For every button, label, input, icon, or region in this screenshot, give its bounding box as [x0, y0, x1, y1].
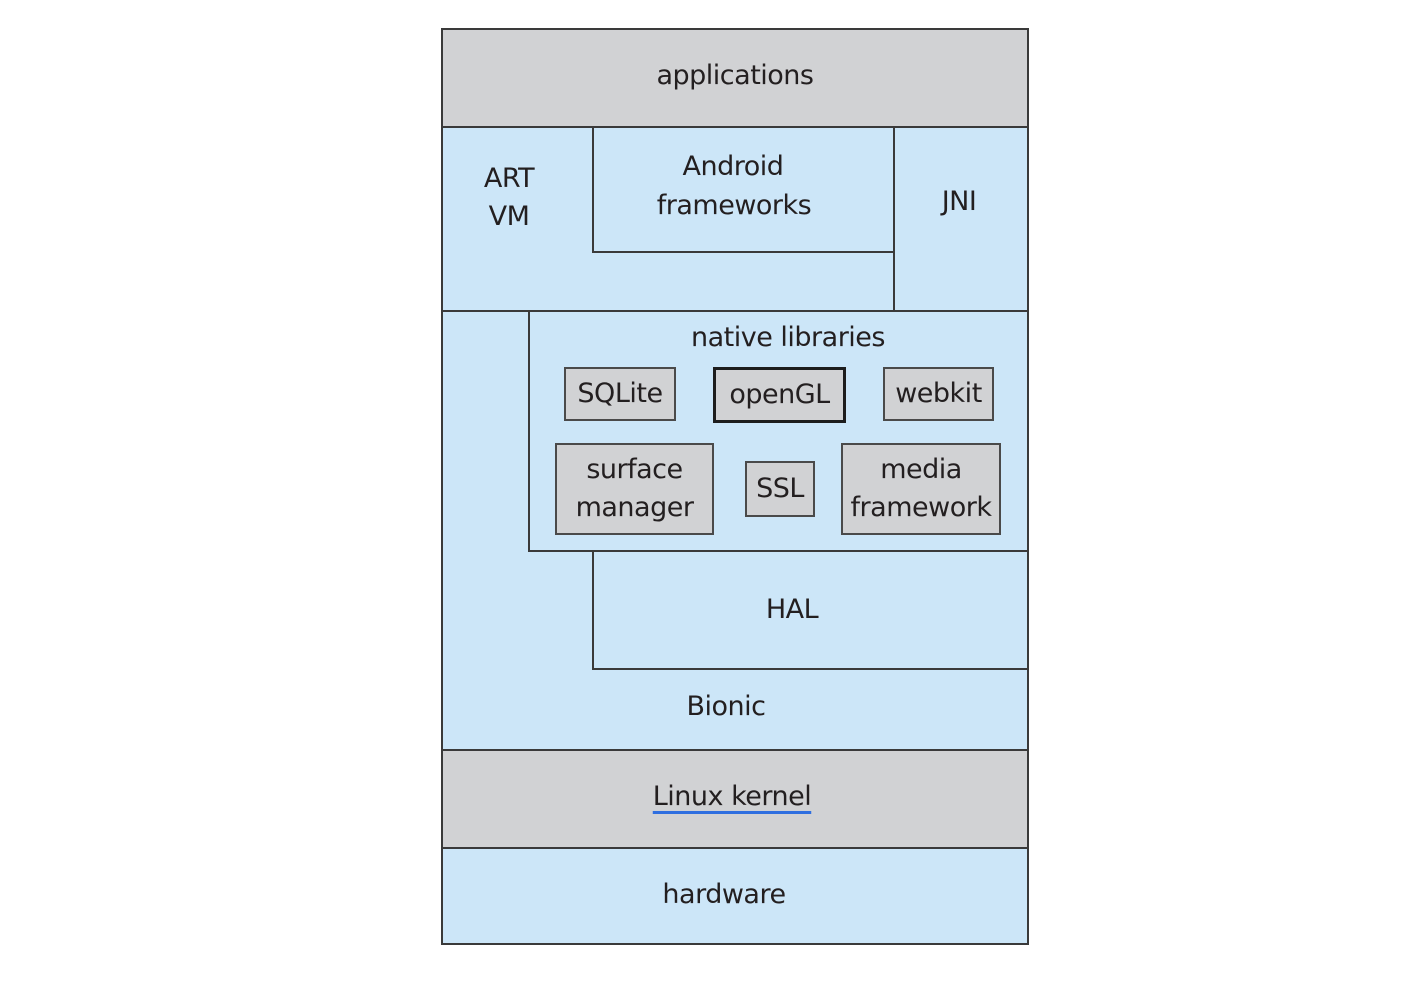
media-framework-label-line2: framework	[850, 492, 992, 523]
hardware-label: hardware	[662, 879, 786, 910]
hardware-layer	[441, 847, 1029, 945]
ssl-box: SSL	[745, 461, 815, 517]
art-vm-label-line1: ART	[483, 163, 535, 194]
surface-manager-label-line1: surface	[586, 454, 683, 485]
jni-label: JNI	[941, 186, 977, 217]
sqlite-box: SQLite	[564, 367, 676, 421]
android-frameworks-box	[592, 126, 895, 253]
webkit-label: webkit	[895, 378, 982, 409]
ssl-label: SSL	[756, 473, 804, 504]
media-framework-label-line1: media	[880, 454, 962, 485]
media-framework-box: media framework	[841, 443, 1001, 535]
jni-box	[893, 126, 1029, 312]
hal-label: HAL	[765, 594, 819, 625]
linux-kernel-label-container: Linux kernel	[441, 777, 1023, 816]
bionic-label: Bionic	[686, 691, 766, 722]
sqlite-label: SQLite	[577, 378, 663, 409]
art-vm-label-line2: VM	[488, 201, 530, 232]
opengl-label: openGL	[729, 379, 830, 410]
linux-kernel-link[interactable]: Linux kernel	[652, 781, 812, 812]
applications-label: applications	[656, 60, 814, 91]
android-frameworks-label-line2: frameworks	[656, 190, 812, 221]
linux-kernel-layer	[441, 749, 1029, 849]
opengl-box: openGL	[713, 367, 846, 423]
surface-manager-box: surface manager	[555, 443, 714, 535]
webkit-box: webkit	[883, 367, 994, 421]
surface-manager-label-line2: manager	[575, 492, 694, 523]
applications-layer	[441, 28, 1029, 128]
android-frameworks-label-line1: Android	[682, 151, 784, 182]
hal-box	[592, 550, 1029, 670]
native-libraries-label: native libraries	[691, 322, 886, 353]
